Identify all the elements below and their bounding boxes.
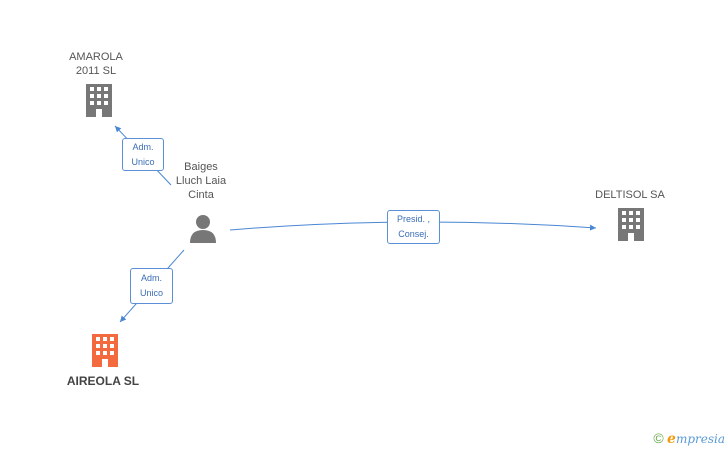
edge-label-line1: Adm. xyxy=(132,142,154,152)
edge-label-line2: Unico xyxy=(139,288,163,298)
footer-brand: © empresia xyxy=(653,430,725,447)
edge-label-line1: Presid. , xyxy=(396,214,430,224)
person-label-line3: Cinta xyxy=(188,189,214,201)
edge-label-presid-consej: Presid. , Consej. xyxy=(387,210,440,244)
building-icon[interactable] xyxy=(618,208,644,241)
brand-logo: empresia xyxy=(667,431,725,447)
person-label-line1: Baiges xyxy=(184,161,218,173)
building-icon[interactable] xyxy=(86,84,112,117)
aireola-label-text: AIREOLA SL xyxy=(66,374,140,388)
amarola-label-line1: AMAROLA xyxy=(69,51,123,63)
edge-label-adm-unico-bottom: Adm. Unico xyxy=(130,268,173,304)
amarola-label[interactable]: AMAROLA 2011 SL xyxy=(56,50,136,78)
person-icon[interactable] xyxy=(190,215,216,243)
brand-initial: e xyxy=(667,431,676,447)
edge-label-line1: Adm. xyxy=(140,273,162,283)
deltisol-label[interactable]: DELTISOL SA xyxy=(588,188,672,202)
amarola-label-line2: 2011 SL xyxy=(75,65,117,77)
copyright-symbol: © xyxy=(653,430,664,446)
person-label-line2: Lluch Laia xyxy=(175,175,227,187)
building-icon[interactable] xyxy=(92,334,118,367)
edge-label-adm-unico-top: Adm. Unico xyxy=(122,138,164,171)
aireola-label[interactable]: AIREOLA SL xyxy=(58,374,148,388)
person-label[interactable]: Baiges Lluch Laia Cinta xyxy=(161,160,241,202)
deltisol-label-text: DELTISOL SA xyxy=(595,189,665,201)
edge-label-line2: Consej. xyxy=(398,229,429,239)
brand-rest: mpresia xyxy=(675,432,725,446)
edge-label-line2: Unico xyxy=(131,157,155,167)
